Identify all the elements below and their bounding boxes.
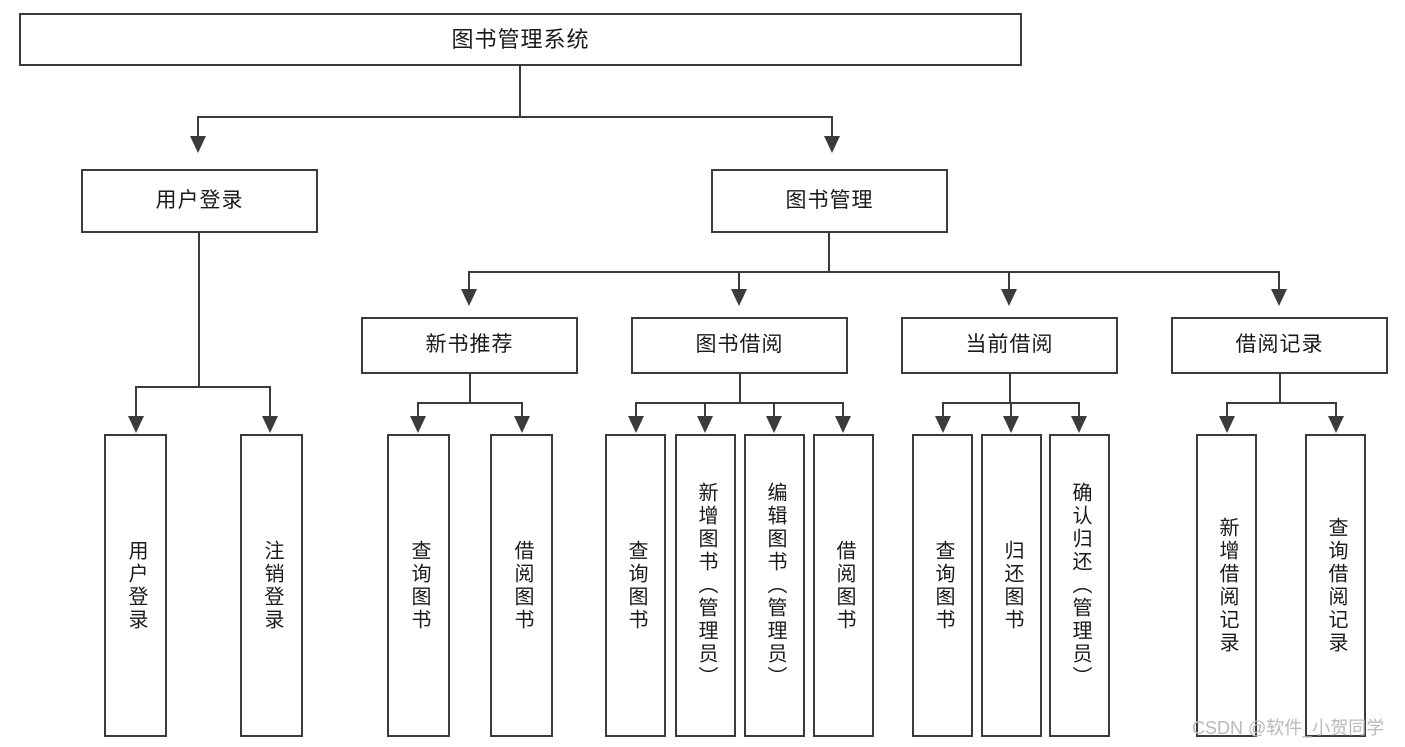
connector-root-to-user-login	[197, 116, 199, 138]
node-label: 确认归还（管理员）	[1069, 482, 1091, 689]
connector-to-book-borrow	[738, 271, 740, 291]
leaf-user-login-logout[interactable]: 注销登录	[240, 434, 303, 737]
connector-bb-leaf-1	[635, 402, 637, 418]
node-label: 当前借阅	[965, 333, 1054, 357]
connector-nbr-leaf-2	[521, 402, 523, 418]
connector-br-leaf-2	[1335, 402, 1337, 418]
connector-bb-leaf-3	[773, 402, 775, 418]
connector-br-leaf-1	[1226, 402, 1228, 418]
arrowhead-br-leaf-1	[1219, 416, 1235, 433]
connector-root-bus	[197, 116, 833, 118]
connector-to-borrow-record	[1278, 271, 1280, 291]
arrowhead-to-book-management	[824, 136, 840, 153]
csdn-watermark: CSDN @软件_小贺同学	[1192, 718, 1385, 738]
connector-user-login-bus	[135, 386, 271, 388]
connector-root-stem	[519, 66, 521, 116]
arrowhead-cb-leaf-1	[935, 416, 951, 433]
leaf-cb-query-book[interactable]: 查询图书	[912, 434, 973, 737]
leaf-br-add-record[interactable]: 新增借阅记录	[1196, 434, 1257, 737]
connector-cb-leaf-1	[942, 402, 944, 418]
arrowhead-cb-leaf-3	[1071, 416, 1087, 433]
node-label: 编辑图书（管理员）	[764, 482, 786, 689]
leaf-cb-confirm-return-admin[interactable]: 确认归还（管理员）	[1049, 434, 1110, 737]
arrowhead-user-login-leaf-1	[128, 416, 144, 433]
node-new-book-recommend[interactable]: 新书推荐	[361, 317, 578, 374]
leaf-bb-borrow-book[interactable]: 借阅图书	[813, 434, 874, 737]
connector-user-login-to-leaf-1	[135, 386, 137, 418]
node-book-borrow[interactable]: 图书借阅	[631, 317, 848, 374]
node-label: 新书推荐	[425, 333, 514, 357]
connector-user-login-to-leaf-2	[269, 386, 271, 418]
arrowhead-bb-leaf-4	[835, 416, 851, 433]
node-label: 新增图书（管理员）	[695, 482, 717, 689]
node-label: 查询图书	[932, 539, 954, 632]
connector-borrow-record-stem	[1279, 374, 1281, 404]
node-label: 查询图书	[408, 539, 430, 632]
node-root-book-management-system[interactable]: 图书管理系统	[19, 13, 1022, 66]
arrowhead-bb-leaf-2	[697, 416, 713, 433]
connector-root-to-book-management	[831, 116, 833, 138]
leaf-br-query-record[interactable]: 查询借阅记录	[1305, 434, 1366, 737]
connector-to-new-book-recommend	[468, 271, 470, 291]
leaf-bb-edit-book-admin[interactable]: 编辑图书（管理员）	[744, 434, 805, 737]
connector-cb-leaf-3	[1078, 402, 1080, 418]
leaf-bb-query-book[interactable]: 查询图书	[605, 434, 666, 737]
connector-bb-leaf-2	[704, 402, 706, 418]
leaf-bb-add-book-admin[interactable]: 新增图书（管理员）	[675, 434, 736, 737]
node-label: 注销登录	[261, 539, 283, 632]
connector-bb-leaf-4	[842, 402, 844, 418]
connector-user-login-stem	[198, 233, 200, 388]
node-user-login[interactable]: 用户登录	[81, 169, 318, 233]
arrowhead-current-borrow	[1001, 289, 1017, 306]
node-book-management[interactable]: 图书管理	[711, 169, 948, 233]
connector-book-management-stem	[828, 233, 830, 273]
node-label: 借阅图书	[511, 539, 533, 632]
node-label: 查询借阅记录	[1325, 516, 1347, 655]
connector-to-current-borrow	[1008, 271, 1010, 291]
connector-cb-leaf-2	[1010, 402, 1012, 418]
leaf-nbr-query-book[interactable]: 查询图书	[387, 434, 450, 737]
connector-book-management-bus	[468, 271, 1280, 273]
connector-new-book-recommend-stem	[469, 374, 471, 404]
arrowhead-cb-leaf-2	[1003, 416, 1019, 433]
arrowhead-nbr-leaf-2	[514, 416, 530, 433]
connector-new-book-recommend-bus	[417, 402, 523, 404]
connector-current-borrow-stem	[1009, 374, 1011, 404]
arrowhead-nbr-leaf-1	[410, 416, 426, 433]
connector-book-borrow-bus	[635, 402, 843, 404]
node-label: 图书管理	[785, 188, 874, 212]
node-label: 归还图书	[1001, 539, 1023, 632]
node-label: 用户登录	[125, 539, 147, 632]
node-label: 新增借阅记录	[1216, 516, 1238, 655]
arrowhead-book-borrow	[731, 289, 747, 306]
arrowhead-bb-leaf-3	[766, 416, 782, 433]
arrowhead-borrow-record	[1271, 289, 1287, 306]
node-label: 用户登录	[155, 188, 244, 212]
leaf-user-login-login[interactable]: 用户登录	[104, 434, 167, 737]
arrowhead-bb-leaf-1	[628, 416, 644, 433]
leaf-cb-return-book[interactable]: 归还图书	[981, 434, 1042, 737]
node-label: 查询图书	[625, 539, 647, 632]
arrowhead-user-login-leaf-2	[262, 416, 278, 433]
node-label: 图书借阅	[695, 333, 784, 357]
arrowhead-new-book-recommend	[461, 289, 477, 306]
node-label: 借阅图书	[833, 539, 855, 632]
node-label: 图书管理系统	[451, 26, 590, 52]
connector-borrow-record-bus	[1226, 402, 1337, 404]
arrowhead-br-leaf-2	[1328, 416, 1344, 433]
connector-nbr-leaf-1	[417, 402, 419, 418]
connector-book-borrow-stem	[739, 374, 741, 404]
node-borrow-record[interactable]: 借阅记录	[1171, 317, 1388, 374]
node-current-borrow[interactable]: 当前借阅	[901, 317, 1118, 374]
leaf-nbr-borrow-book[interactable]: 借阅图书	[490, 434, 553, 737]
arrowhead-to-user-login	[190, 136, 206, 153]
node-label: 借阅记录	[1235, 333, 1324, 357]
